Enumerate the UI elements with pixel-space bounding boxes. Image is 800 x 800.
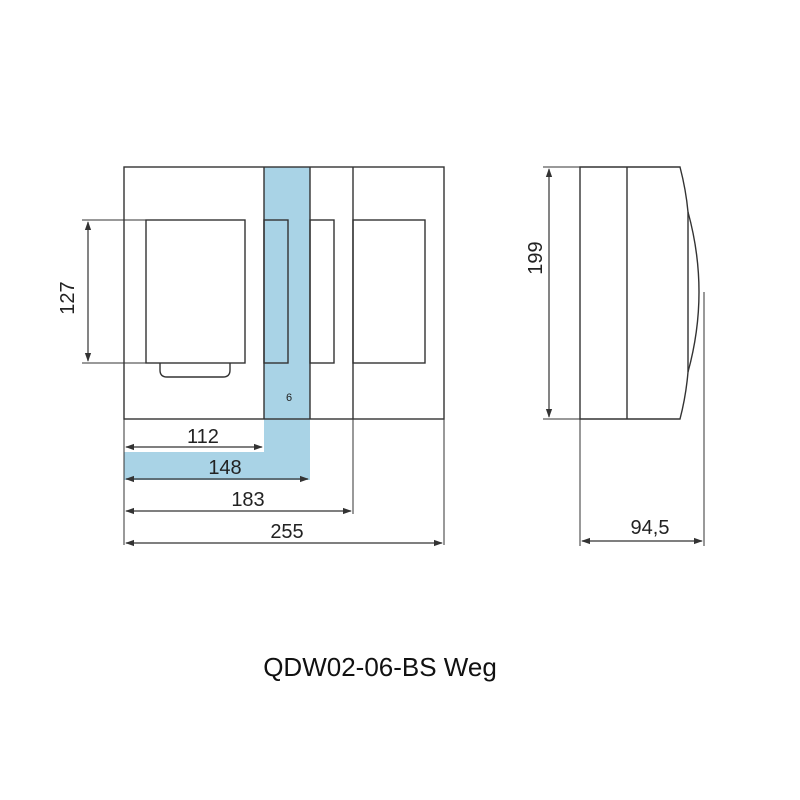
dim-label-148: 148	[208, 457, 241, 479]
window-right	[352, 219, 426, 364]
window-left-tab	[159, 363, 231, 378]
dim-label-199: 199	[525, 241, 547, 274]
side-housing-outline	[579, 166, 689, 420]
housing-outline	[123, 166, 445, 420]
side-dimensions	[545, 168, 703, 545]
window-mid-left	[263, 219, 289, 364]
dim-label-112: 112	[187, 426, 219, 448]
dim-label-183: 183	[231, 489, 264, 511]
window-mid-right	[309, 219, 335, 364]
dim-label-94-5: 94,5	[631, 517, 670, 539]
dim-label-255: 255	[270, 521, 303, 543]
front-view	[82, 166, 445, 545]
window-left	[145, 219, 246, 364]
model-caption: QDW02-06-BS Weg	[263, 652, 497, 682]
front-dimensions	[84, 221, 443, 547]
highlight-band	[124, 167, 310, 480]
module-count-label: 6	[286, 392, 292, 404]
side-door-curve	[687, 211, 700, 373]
dim-label-127: 127	[57, 281, 79, 314]
side-view	[543, 166, 705, 546]
